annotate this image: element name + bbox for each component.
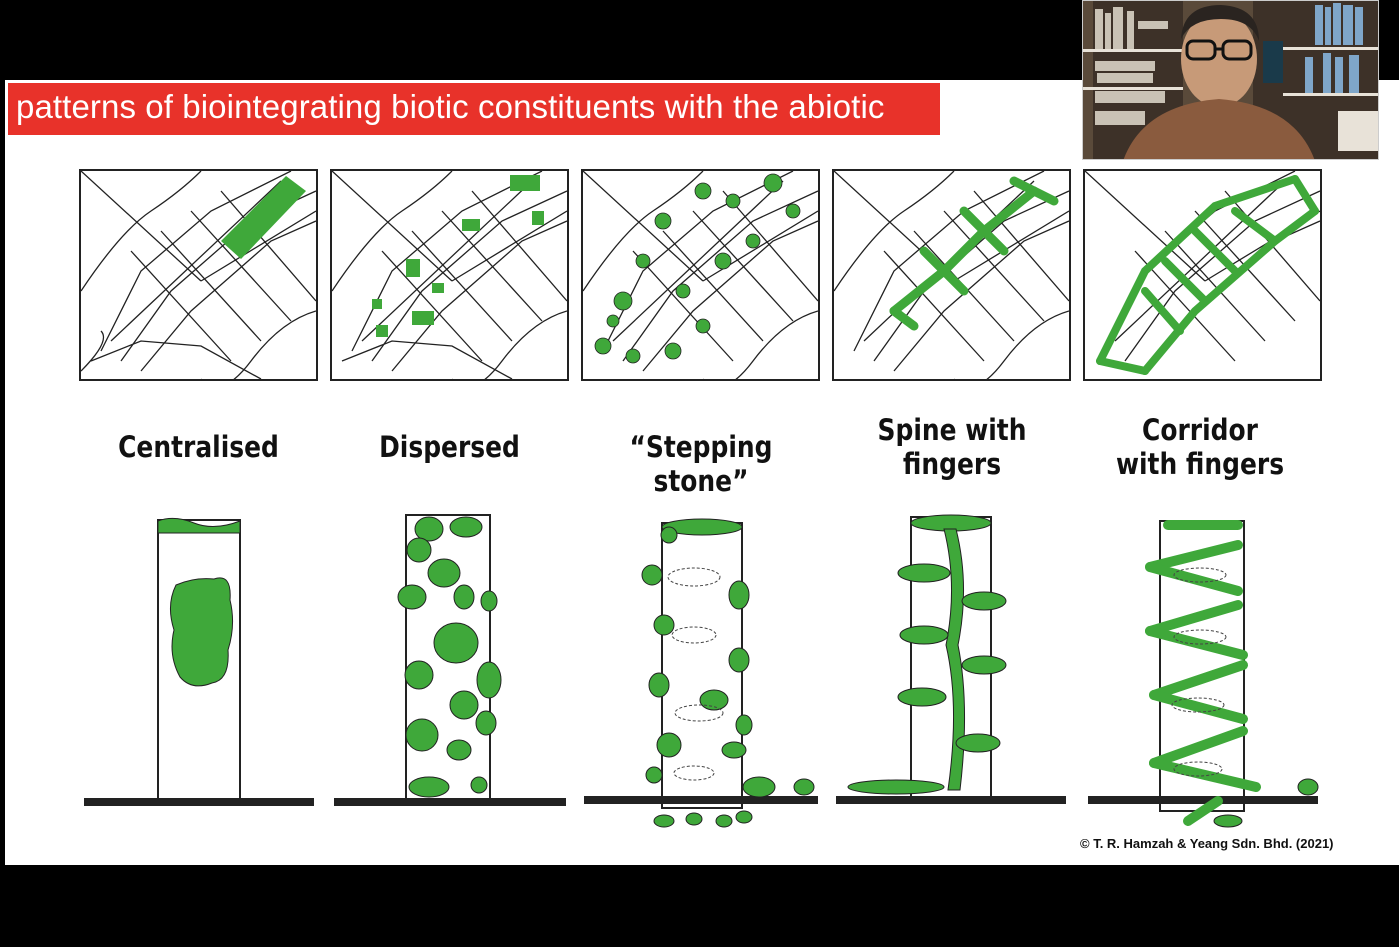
pattern-label-stepping-stone: “Stepping stone” <box>629 430 773 498</box>
map-corridor-with-fingers <box>1083 169 1322 381</box>
map-stepping-stone-drawing <box>583 171 818 379</box>
pattern-label-dispersed: Dispersed <box>379 430 520 464</box>
tower-stepping-stone <box>584 505 820 831</box>
presenter-webcam[interactable] <box>1082 0 1379 160</box>
slide-title-banner <box>8 83 940 135</box>
pattern-label-centralised: Centralised <box>118 430 279 464</box>
map-dispersed <box>330 169 569 381</box>
map-corridor-drawing <box>1085 171 1320 375</box>
tower-dispersed <box>334 505 568 815</box>
tower-spine-drawing <box>836 514 1066 804</box>
tower-centralised-drawing <box>84 517 314 806</box>
map-spine-drawing <box>834 171 1069 379</box>
tower-stepping-stone-drawing <box>584 518 818 828</box>
pattern-label-spine-with-fingers: Spine with fingers <box>877 413 1027 481</box>
presenter-video-icon <box>1083 1 1378 159</box>
tower-corridor-drawing <box>1088 520 1319 828</box>
map-spine-with-fingers <box>832 169 1071 381</box>
map-centralised-drawing <box>81 171 316 379</box>
copyright-notice: © T. R. Hamzah & Yeang Sdn. Bhd. (2021) <box>1080 836 1334 851</box>
slide-title: patterns of biointegrating biotic consti… <box>16 88 885 125</box>
pattern-label-corridor-with-fingers: Corridor with fingers <box>1115 413 1285 481</box>
tower-spine-with-fingers <box>836 505 1068 815</box>
map-centralised <box>79 169 318 381</box>
tower-dispersed-drawing <box>334 514 566 806</box>
tower-centralised <box>84 505 316 815</box>
map-dispersed-drawing <box>332 171 567 379</box>
map-stepping-stone <box>581 169 820 381</box>
tower-corridor-with-fingers <box>1088 505 1320 831</box>
